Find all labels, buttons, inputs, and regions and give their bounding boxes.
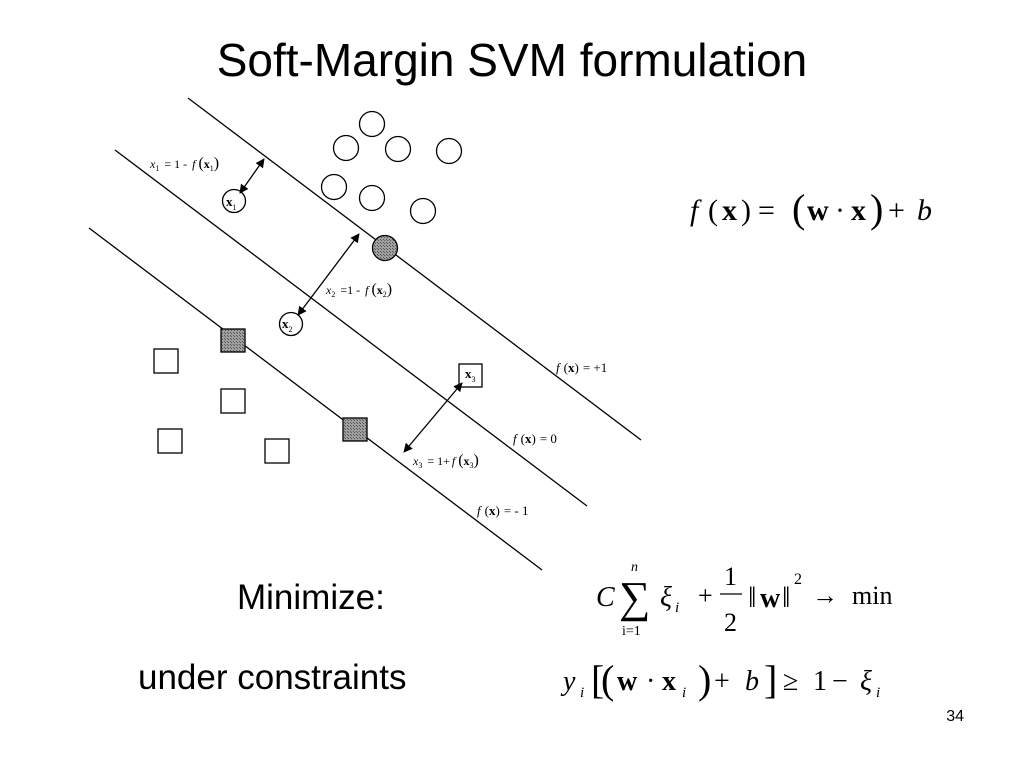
svg-text:→: →: [812, 581, 838, 610]
margin-line-plus: [187, 97, 642, 441]
svg-text:x: x: [722, 194, 737, 227]
svg-text:[: [: [591, 657, 604, 702]
svg-text:x: x: [851, 194, 866, 227]
square-point: [153, 348, 179, 374]
svg-text:1: 1: [813, 666, 827, 697]
slack-arrow-x1: [239, 158, 265, 194]
slack-annotation-x3: x3= 1+f(x3): [412, 452, 479, 470]
slide-title: Soft-Margin SVM formulation: [216, 34, 808, 86]
svg-text:w: w: [760, 583, 781, 614]
svg-text:(: (: [601, 657, 614, 702]
slack-arrow-x3: [403, 382, 463, 453]
point-label-x2: x2: [282, 316, 293, 334]
point-label-x3: x3: [465, 366, 476, 384]
slack-point-x3: [458, 363, 483, 388]
svg-text:f: f: [690, 194, 702, 227]
line-label-minus-one: f(x)= - 1: [477, 503, 528, 518]
square-point: [220, 388, 246, 414]
svg-text:C: C: [596, 582, 615, 613]
support-vector-circle: [371, 234, 399, 262]
slack-point-x1: [221, 188, 247, 214]
decision-boundary-line: [114, 149, 588, 507]
svg-text:−: −: [832, 666, 848, 697]
support-vector-square: [220, 328, 246, 353]
circle-point: [358, 110, 386, 138]
svg-text:≥: ≥: [783, 666, 798, 697]
svg-text:b: b: [917, 194, 932, 227]
svg-text:i: i: [682, 685, 686, 701]
svg-text:x: x: [662, 666, 676, 697]
slack-annotation-x2: x2=1 - f(x2): [325, 281, 392, 299]
svg-text:2: 2: [724, 608, 737, 637]
square-point: [264, 438, 290, 464]
circle-point: [358, 184, 386, 212]
line-label-plus-one: f(x)= +1: [556, 360, 607, 375]
svg-text:w: w: [807, 194, 829, 227]
svg-text:i: i: [675, 600, 679, 616]
svg-text:‖: ‖: [782, 581, 790, 614]
support-vector-square: [342, 417, 368, 442]
svg-text:+: +: [714, 666, 730, 697]
circle-point: [384, 135, 412, 163]
svg-text:min: min: [852, 581, 892, 610]
circle-point: [332, 134, 360, 162]
svg-text:]: ]: [764, 657, 777, 702]
svg-text:∑: ∑: [619, 573, 650, 622]
svg-text:1: 1: [724, 562, 737, 591]
circle-point: [435, 137, 463, 165]
svg-text:i: i: [580, 685, 584, 701]
constraints-label: under constraints: [138, 658, 407, 697]
svg-text:(: (: [792, 186, 805, 231]
point-label-x1: x1: [226, 194, 237, 212]
slack-annotation-x1: x1= 1 - f(x1): [149, 155, 219, 173]
circle-point: [409, 197, 437, 225]
svg-text:w: w: [617, 666, 638, 697]
constraint-formula: y i [ ( w · x i ) + b ] ≥ 1 − ξ i: [560, 657, 880, 702]
svg-text:(: (: [708, 194, 718, 227]
line-label-zero: f(x)= 0: [513, 431, 557, 446]
minimize-label: Minimize:: [237, 578, 385, 617]
svg-text:ξ: ξ: [860, 666, 872, 697]
svg-text:b: b: [745, 666, 759, 697]
svg-text:2: 2: [794, 571, 802, 588]
slack-arrow-x2: [297, 233, 360, 316]
svg-text:i=1: i=1: [622, 624, 641, 639]
margin-line-minus: [88, 227, 543, 571]
svg-text:y: y: [560, 666, 576, 697]
svg-text:‖: ‖: [748, 581, 756, 614]
svg-text:+: +: [888, 194, 905, 227]
svg-text:+: +: [698, 581, 713, 610]
svg-text:ξ: ξ: [660, 582, 672, 613]
slack-point-x2: [278, 311, 304, 337]
circle-point: [320, 173, 348, 201]
svg-text:·: ·: [835, 194, 845, 227]
svg-text:n: n: [631, 560, 638, 575]
svg-text:=: =: [758, 194, 775, 227]
square-point: [157, 428, 183, 454]
decision-function-formula: f ( x ) = ( w · x ) + b: [690, 186, 932, 231]
svg-text:): ): [698, 657, 711, 702]
svg-text:): ): [870, 186, 883, 231]
svg-text:): ): [741, 194, 751, 227]
svg-text:·: ·: [646, 666, 655, 697]
svg-text:i: i: [876, 685, 880, 701]
objective-formula: C ∑ n i=1 ξ i + 1 2 ‖ w ‖ 2 → min: [596, 560, 892, 639]
page-number: 34: [946, 708, 964, 725]
